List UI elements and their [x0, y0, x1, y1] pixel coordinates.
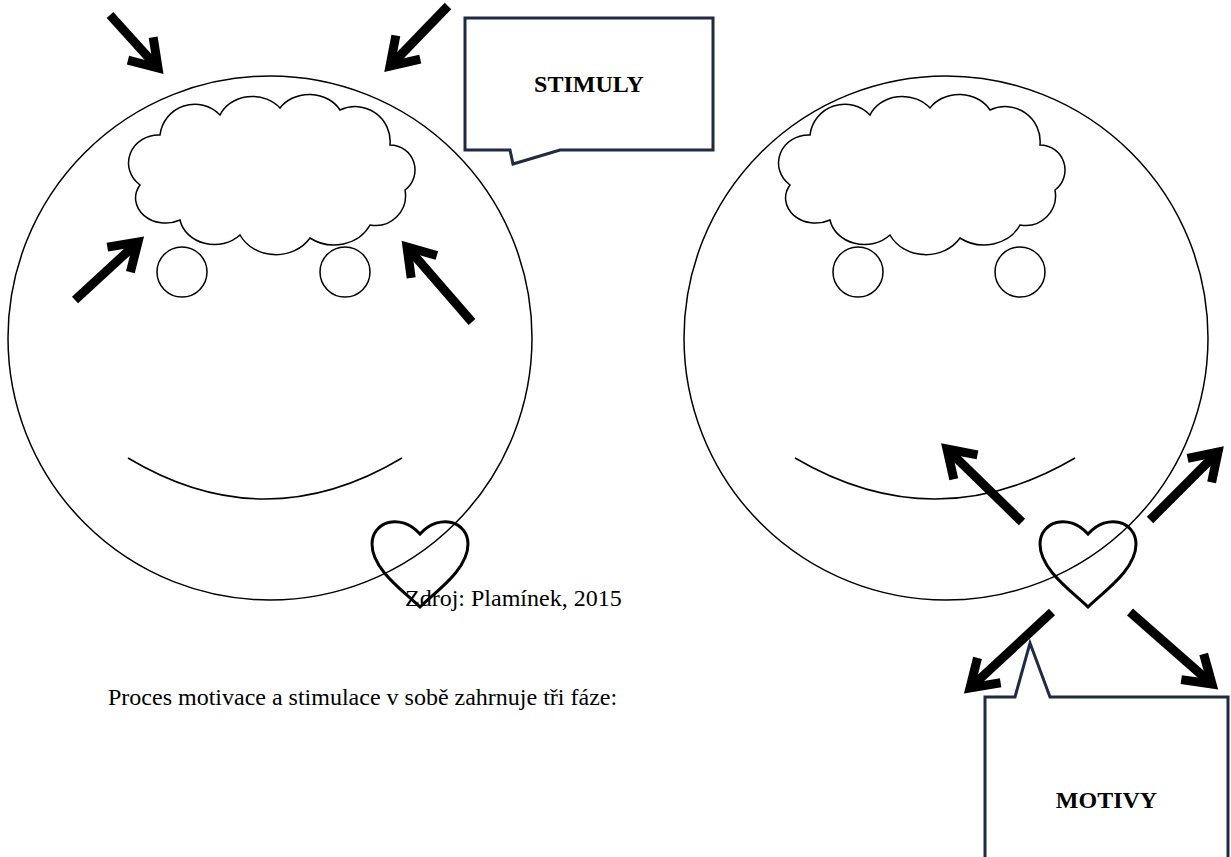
stimulus-arrow	[75, 242, 138, 300]
motive-arrow	[1130, 612, 1212, 684]
smile	[128, 458, 402, 499]
eye	[157, 247, 207, 297]
thought-cloud	[129, 94, 415, 254]
callout-bubble: MOTIVY	[985, 643, 1228, 857]
callout-bubble: STIMULY	[465, 18, 713, 164]
callout-label: MOTIVY	[1056, 786, 1157, 815]
face-outline	[8, 76, 532, 600]
motive-arrow	[947, 449, 1022, 522]
face-right	[684, 76, 1218, 688]
eye	[320, 247, 370, 297]
bubble-outline	[985, 643, 1228, 857]
eye	[833, 247, 883, 297]
stimulus-arrow	[407, 247, 472, 322]
source-note: Zdroj: Plamínek, 2015	[405, 584, 622, 613]
stimulus-arrow	[110, 15, 158, 68]
smile	[795, 458, 1075, 499]
motive-arrow	[1150, 452, 1218, 520]
body-text: Proces motivace a stimulace v sobě zahrn…	[108, 683, 617, 712]
eye	[995, 247, 1045, 297]
bubble-content: STIMULY	[465, 18, 713, 150]
face-outline	[684, 76, 1208, 600]
callout-label: STIMULY	[534, 70, 644, 99]
face-left	[8, 6, 532, 607]
bubble-shape	[985, 643, 1228, 857]
bubble-shape	[465, 18, 713, 164]
stimulus-arrow	[390, 6, 448, 66]
heart	[1040, 522, 1136, 607]
bubble-content: MOTIVY	[985, 697, 1228, 857]
thought-cloud	[779, 94, 1065, 254]
